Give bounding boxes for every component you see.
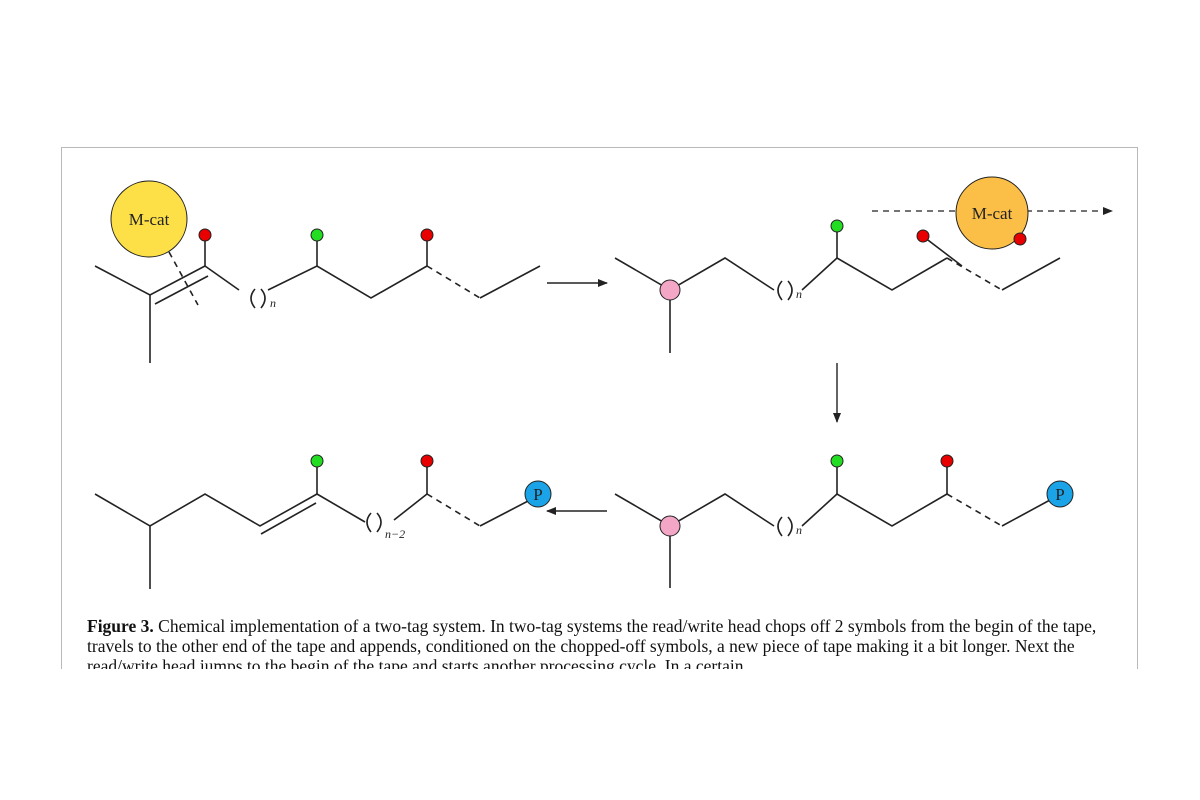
svg-text:n: n xyxy=(270,296,276,310)
svg-text:P: P xyxy=(1055,485,1064,504)
red-symbol-dot xyxy=(940,454,954,468)
repeat-bracket-1: n xyxy=(270,296,276,310)
red-symbol-dot xyxy=(420,228,434,242)
red-symbol-dot xyxy=(420,454,434,468)
molecule-final xyxy=(94,465,531,589)
product-p: P xyxy=(524,480,552,508)
green-symbol-dot xyxy=(830,454,844,468)
green-symbol-dot xyxy=(310,454,324,468)
green-symbol-dot xyxy=(830,219,844,233)
caption-text: Chemical implementation of a two-tag sys… xyxy=(87,616,1097,669)
figure-caption: Figure 3. Chemical implementation of a t… xyxy=(87,616,1117,669)
repeat-label: n xyxy=(796,287,802,301)
pink-site xyxy=(659,279,681,301)
product-p: P xyxy=(1046,480,1074,508)
m-cat-catalyst: M-cat xyxy=(955,176,1029,250)
molecule-cut xyxy=(614,230,1061,353)
caption-label: Figure 3. xyxy=(87,616,154,636)
svg-text:M-cat: M-cat xyxy=(129,210,170,229)
green-symbol-dot xyxy=(310,228,324,242)
m-cat-catalyst: M-cat xyxy=(110,180,188,258)
red-symbol-dot xyxy=(1013,232,1027,246)
figure-frame: n M-cat n M-cat xyxy=(61,147,1138,669)
repeat-label: n xyxy=(796,523,802,537)
red-symbol-dot xyxy=(916,229,930,243)
svg-text:P: P xyxy=(533,485,542,504)
molecule-initial xyxy=(94,238,541,363)
pink-site xyxy=(659,515,681,537)
red-symbol-dot xyxy=(198,228,212,242)
svg-text:M-cat: M-cat xyxy=(972,204,1013,223)
two-tag-diagram: n M-cat n M-cat xyxy=(94,176,1113,589)
repeat-label: n−2 xyxy=(385,527,405,541)
